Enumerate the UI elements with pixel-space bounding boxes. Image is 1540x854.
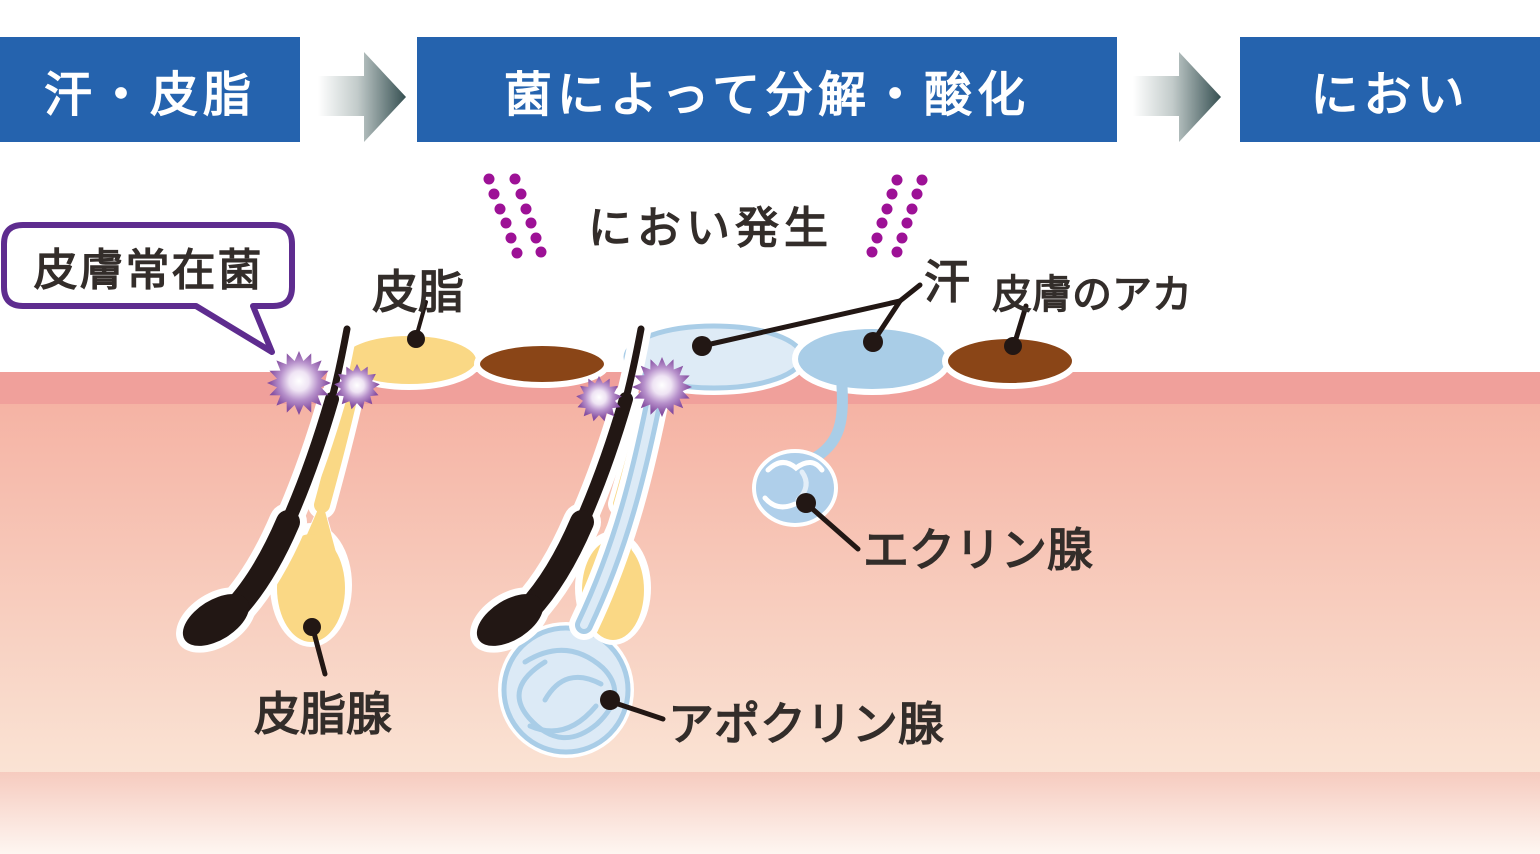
skin-dirt-label: 皮膚のアカ	[992, 273, 1192, 317]
flow-step-sweat-sebum: 汗・皮脂	[0, 37, 300, 142]
sweat-blob	[798, 329, 946, 389]
apocrine-gland-label: アポクリン腺	[668, 698, 944, 750]
eccrine-gland-shape	[752, 380, 848, 527]
arrow-right-icon	[318, 52, 406, 142]
hair-left	[176, 318, 358, 653]
apocrine-duct-shape	[569, 375, 671, 640]
hair-right	[470, 318, 652, 653]
arrow-right-icon	[1133, 52, 1221, 142]
odor-generation-label: におい発生	[588, 204, 833, 253]
flow-step-decomposition: 菌によって分解・酸化	[417, 37, 1117, 142]
surface-deposits	[336, 319, 1078, 395]
bacteria-starburst-icons	[267, 351, 692, 422]
flow-step-label: 汗・皮脂	[43, 68, 256, 122]
apocrine-gland-shape	[498, 622, 634, 758]
dirt-blob-left	[474, 340, 610, 388]
leader-lines	[303, 282, 1029, 722]
sweat-label: 汗	[924, 256, 970, 308]
sebum-label: 皮脂	[372, 266, 464, 318]
flow-step-label: 菌によって分解・酸化	[503, 68, 1031, 122]
flow-step-label: におい	[1310, 68, 1470, 122]
sebaceous-gland-label: 皮脂腺	[254, 688, 392, 740]
flow-step-odor: におい	[1240, 37, 1540, 142]
speech-bubble-shape	[1, 222, 295, 355]
resident-bacteria-label: 皮膚常在菌	[33, 245, 264, 295]
dirt-blob-right	[942, 333, 1078, 389]
eccrine-gland-label: エクリン腺	[863, 524, 1093, 576]
odor-dots	[483, 173, 928, 259]
